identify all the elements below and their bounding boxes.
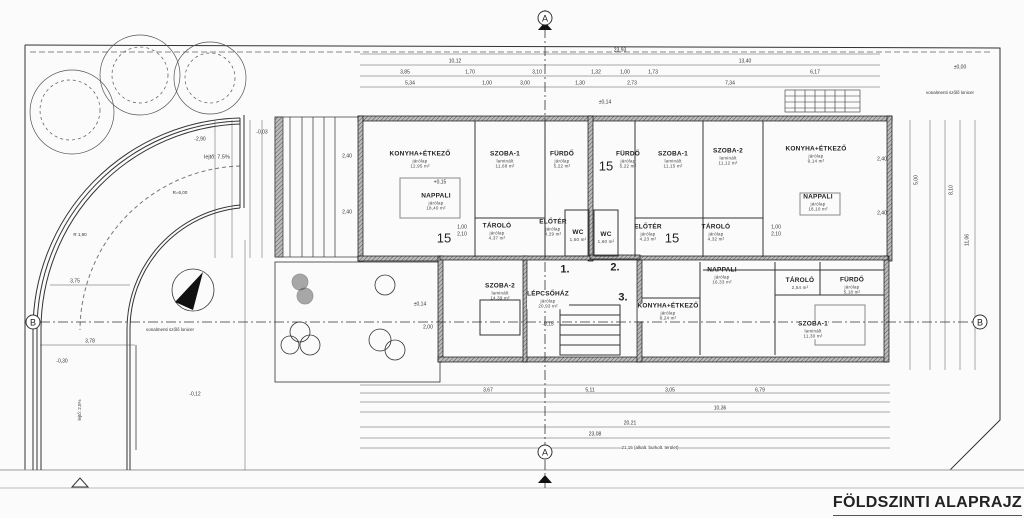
dimension-text: 2,73 bbox=[627, 80, 637, 87]
dimension-text: 2,40 bbox=[877, 210, 887, 217]
slope-annotation: lejtő: 2,5% bbox=[76, 399, 82, 421]
curved-driveway bbox=[32, 115, 245, 470]
dimension-text: 8,10 bbox=[948, 185, 955, 195]
dimension-text: 3,67 bbox=[483, 387, 493, 394]
stair-marker: 3. bbox=[618, 291, 628, 304]
wall-height-marker: 15 bbox=[436, 230, 452, 246]
hedge-annotation: vonalmenti szőlő lonicer bbox=[925, 89, 975, 95]
dimension-text: 1,30 bbox=[575, 80, 585, 87]
dimension-text: 2,10 bbox=[457, 231, 467, 238]
level-marker: -0,03 bbox=[256, 129, 268, 136]
dimension-text: 23,93 bbox=[613, 47, 627, 54]
north-arrow-icon bbox=[171, 268, 215, 312]
level-marker: -0,12 bbox=[189, 391, 201, 398]
section-a-top-marker: A bbox=[537, 10, 553, 26]
dimension-text: 3,00 bbox=[520, 80, 530, 87]
dimension-text: 20,21 bbox=[623, 420, 637, 427]
wall-height-marker: 15 bbox=[664, 230, 680, 246]
level-marker: ±0,14 bbox=[598, 99, 612, 106]
dimension-text: 2,40 bbox=[342, 153, 352, 160]
terrace-grid bbox=[784, 89, 861, 113]
interior-partitions bbox=[399, 121, 884, 356]
level-marker: -2,90 bbox=[194, 136, 206, 143]
radius-annotation: R 1,90 bbox=[73, 231, 87, 237]
dimension-text: 1,70 bbox=[465, 69, 475, 76]
dimension-text: 5,11 bbox=[585, 387, 595, 394]
level-marker: -0,15 bbox=[542, 321, 554, 328]
dimension-text: 3,10 bbox=[532, 69, 542, 76]
wall-height-marker: 15 bbox=[598, 158, 614, 174]
dimension-text: 2,40 bbox=[877, 156, 887, 163]
dimension-text: 3,78 bbox=[85, 338, 95, 345]
section-arrows bbox=[70, 22, 552, 488]
drawing-title: FÖLDSZINTI ALAPRAJZ bbox=[832, 494, 1022, 516]
dimension-text: 5,00 bbox=[913, 175, 920, 185]
dimension-text: 10,36 bbox=[713, 405, 727, 412]
dimension-text: 1,00 bbox=[620, 69, 630, 76]
dimension-text: 3,75 bbox=[70, 278, 80, 285]
stair-marker: 2. bbox=[610, 261, 620, 274]
trees bbox=[29, 34, 247, 155]
dimension-text: 3,85 bbox=[400, 69, 410, 76]
dimension-text: 13,40 bbox=[738, 58, 752, 65]
property-boundary bbox=[0, 44, 1024, 489]
dimension-text: 3,05 bbox=[665, 387, 675, 394]
building-walls bbox=[357, 115, 893, 363]
dimension-text: 23,08 bbox=[588, 431, 602, 438]
parking-strip bbox=[274, 116, 361, 258]
bottom-dimension-note: 21,15 (alkalt. burkolt. terület) bbox=[621, 444, 679, 451]
dimension-text: 2,10 bbox=[771, 231, 781, 238]
dimension-text: 7,34 bbox=[725, 80, 735, 87]
section-a-bottom-marker: A bbox=[537, 444, 553, 460]
slope-annotation: lejtő: 7.5% bbox=[204, 154, 230, 161]
dimension-text: 2,00 bbox=[423, 324, 433, 331]
section-axes bbox=[40, 10, 975, 490]
dimension-text: 1,32 bbox=[591, 69, 601, 76]
dimension-text: 10,12 bbox=[448, 58, 462, 65]
dimension-text: 1,00 bbox=[771, 224, 781, 231]
dimension-text: 6,17 bbox=[810, 69, 820, 76]
dimension-text: 1,00 bbox=[457, 224, 467, 231]
dimension-text: 11,06 bbox=[964, 233, 971, 247]
hedge-annotation: vonalmenti szőlő lonicer bbox=[145, 326, 195, 332]
dimension-text: 1,73 bbox=[648, 69, 658, 76]
radius-annotation: R=6,00 bbox=[172, 189, 188, 195]
dimension-text: 1,00 bbox=[482, 80, 492, 87]
level-marker: +0,15 bbox=[433, 179, 447, 186]
section-b-right-marker: B bbox=[972, 314, 988, 330]
dimension-text: 2,40 bbox=[342, 209, 352, 216]
section-b-left-marker: B bbox=[25, 314, 41, 330]
level-marker: ±0,14 bbox=[413, 301, 427, 308]
dimension-text: 6,79 bbox=[755, 387, 765, 394]
level-marker: -0,30 bbox=[56, 358, 68, 365]
stair-marker: 1. bbox=[560, 263, 570, 276]
level-marker: ±0,00 bbox=[953, 64, 967, 71]
dimension-text: 5,34 bbox=[405, 80, 415, 87]
